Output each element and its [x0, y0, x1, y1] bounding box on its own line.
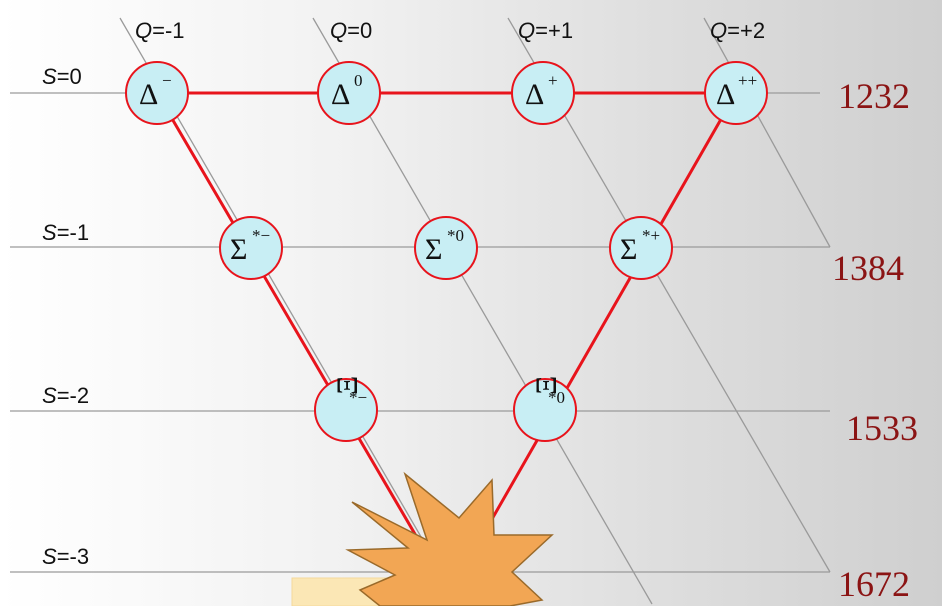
svg-text:Δ: Δ: [525, 78, 544, 111]
particle-node: Δ −: [125, 61, 189, 125]
mass-labels: 1232 1384 1533 1672: [832, 76, 918, 604]
svg-text:*−: *−: [252, 226, 270, 245]
svg-text:Σ: Σ: [230, 233, 247, 266]
mass-label: 1384: [832, 248, 904, 288]
strangeness-label: S=-1: [42, 220, 89, 245]
edge-left: [155, 91, 438, 572]
charge-label: Q=-1: [135, 18, 185, 43]
particle-node: Σ *0: [414, 216, 478, 280]
particle-node: Δ +: [511, 61, 575, 125]
particle-node: Ξ *0: [513, 376, 577, 442]
svg-text:+: +: [548, 71, 558, 90]
strangeness-label: S=-2: [42, 383, 89, 408]
strangeness-label: S=0: [42, 64, 82, 89]
decuplet-edges: [155, 91, 738, 572]
svg-text:Δ: Δ: [331, 78, 350, 111]
mass-label: 1533: [846, 408, 918, 448]
q2-line: [703, 17, 831, 248]
explosion-star-icon: [345, 471, 554, 606]
particle-node: Σ *−: [219, 216, 283, 280]
charge-label: Q=+2: [710, 18, 765, 43]
particle-nodes: Δ − Δ 0 Δ + Δ ++ Σ *− Σ *0: [125, 61, 768, 442]
svg-text:*+: *+: [642, 226, 660, 245]
svg-text:Δ: Δ: [716, 78, 735, 111]
svg-text:*0: *0: [447, 226, 464, 245]
mass-label: 1672: [838, 564, 910, 604]
svg-text:*0: *0: [548, 388, 565, 407]
svg-text:*−: *−: [349, 388, 367, 407]
charge-labels: Q=-1 Q=0 Q=+1 Q=+2: [135, 18, 765, 43]
svg-text:Σ: Σ: [620, 233, 637, 266]
strangeness-label: S=-3: [42, 544, 89, 569]
edge-right: [478, 91, 738, 542]
svg-text:−: −: [162, 71, 172, 90]
particle-node: Δ ++: [704, 61, 768, 125]
particle-node: Σ *+: [609, 216, 673, 280]
svg-text:Δ: Δ: [139, 78, 158, 111]
svg-text:Ξ: Ξ: [530, 376, 563, 395]
svg-text:Σ: Σ: [425, 233, 442, 266]
svg-text:0: 0: [354, 71, 363, 90]
svg-text:Ξ: Ξ: [331, 376, 364, 395]
mass-label: 1232: [838, 76, 910, 116]
strangeness-labels: S=0 S=-1 S=-2 S=-3: [42, 64, 89, 569]
charge-label: Q=0: [330, 18, 372, 43]
particle-node: Δ 0: [317, 61, 381, 125]
particle-node: Ξ *−: [314, 376, 378, 442]
charge-label: Q=+1: [518, 18, 573, 43]
svg-text:++: ++: [738, 71, 757, 90]
